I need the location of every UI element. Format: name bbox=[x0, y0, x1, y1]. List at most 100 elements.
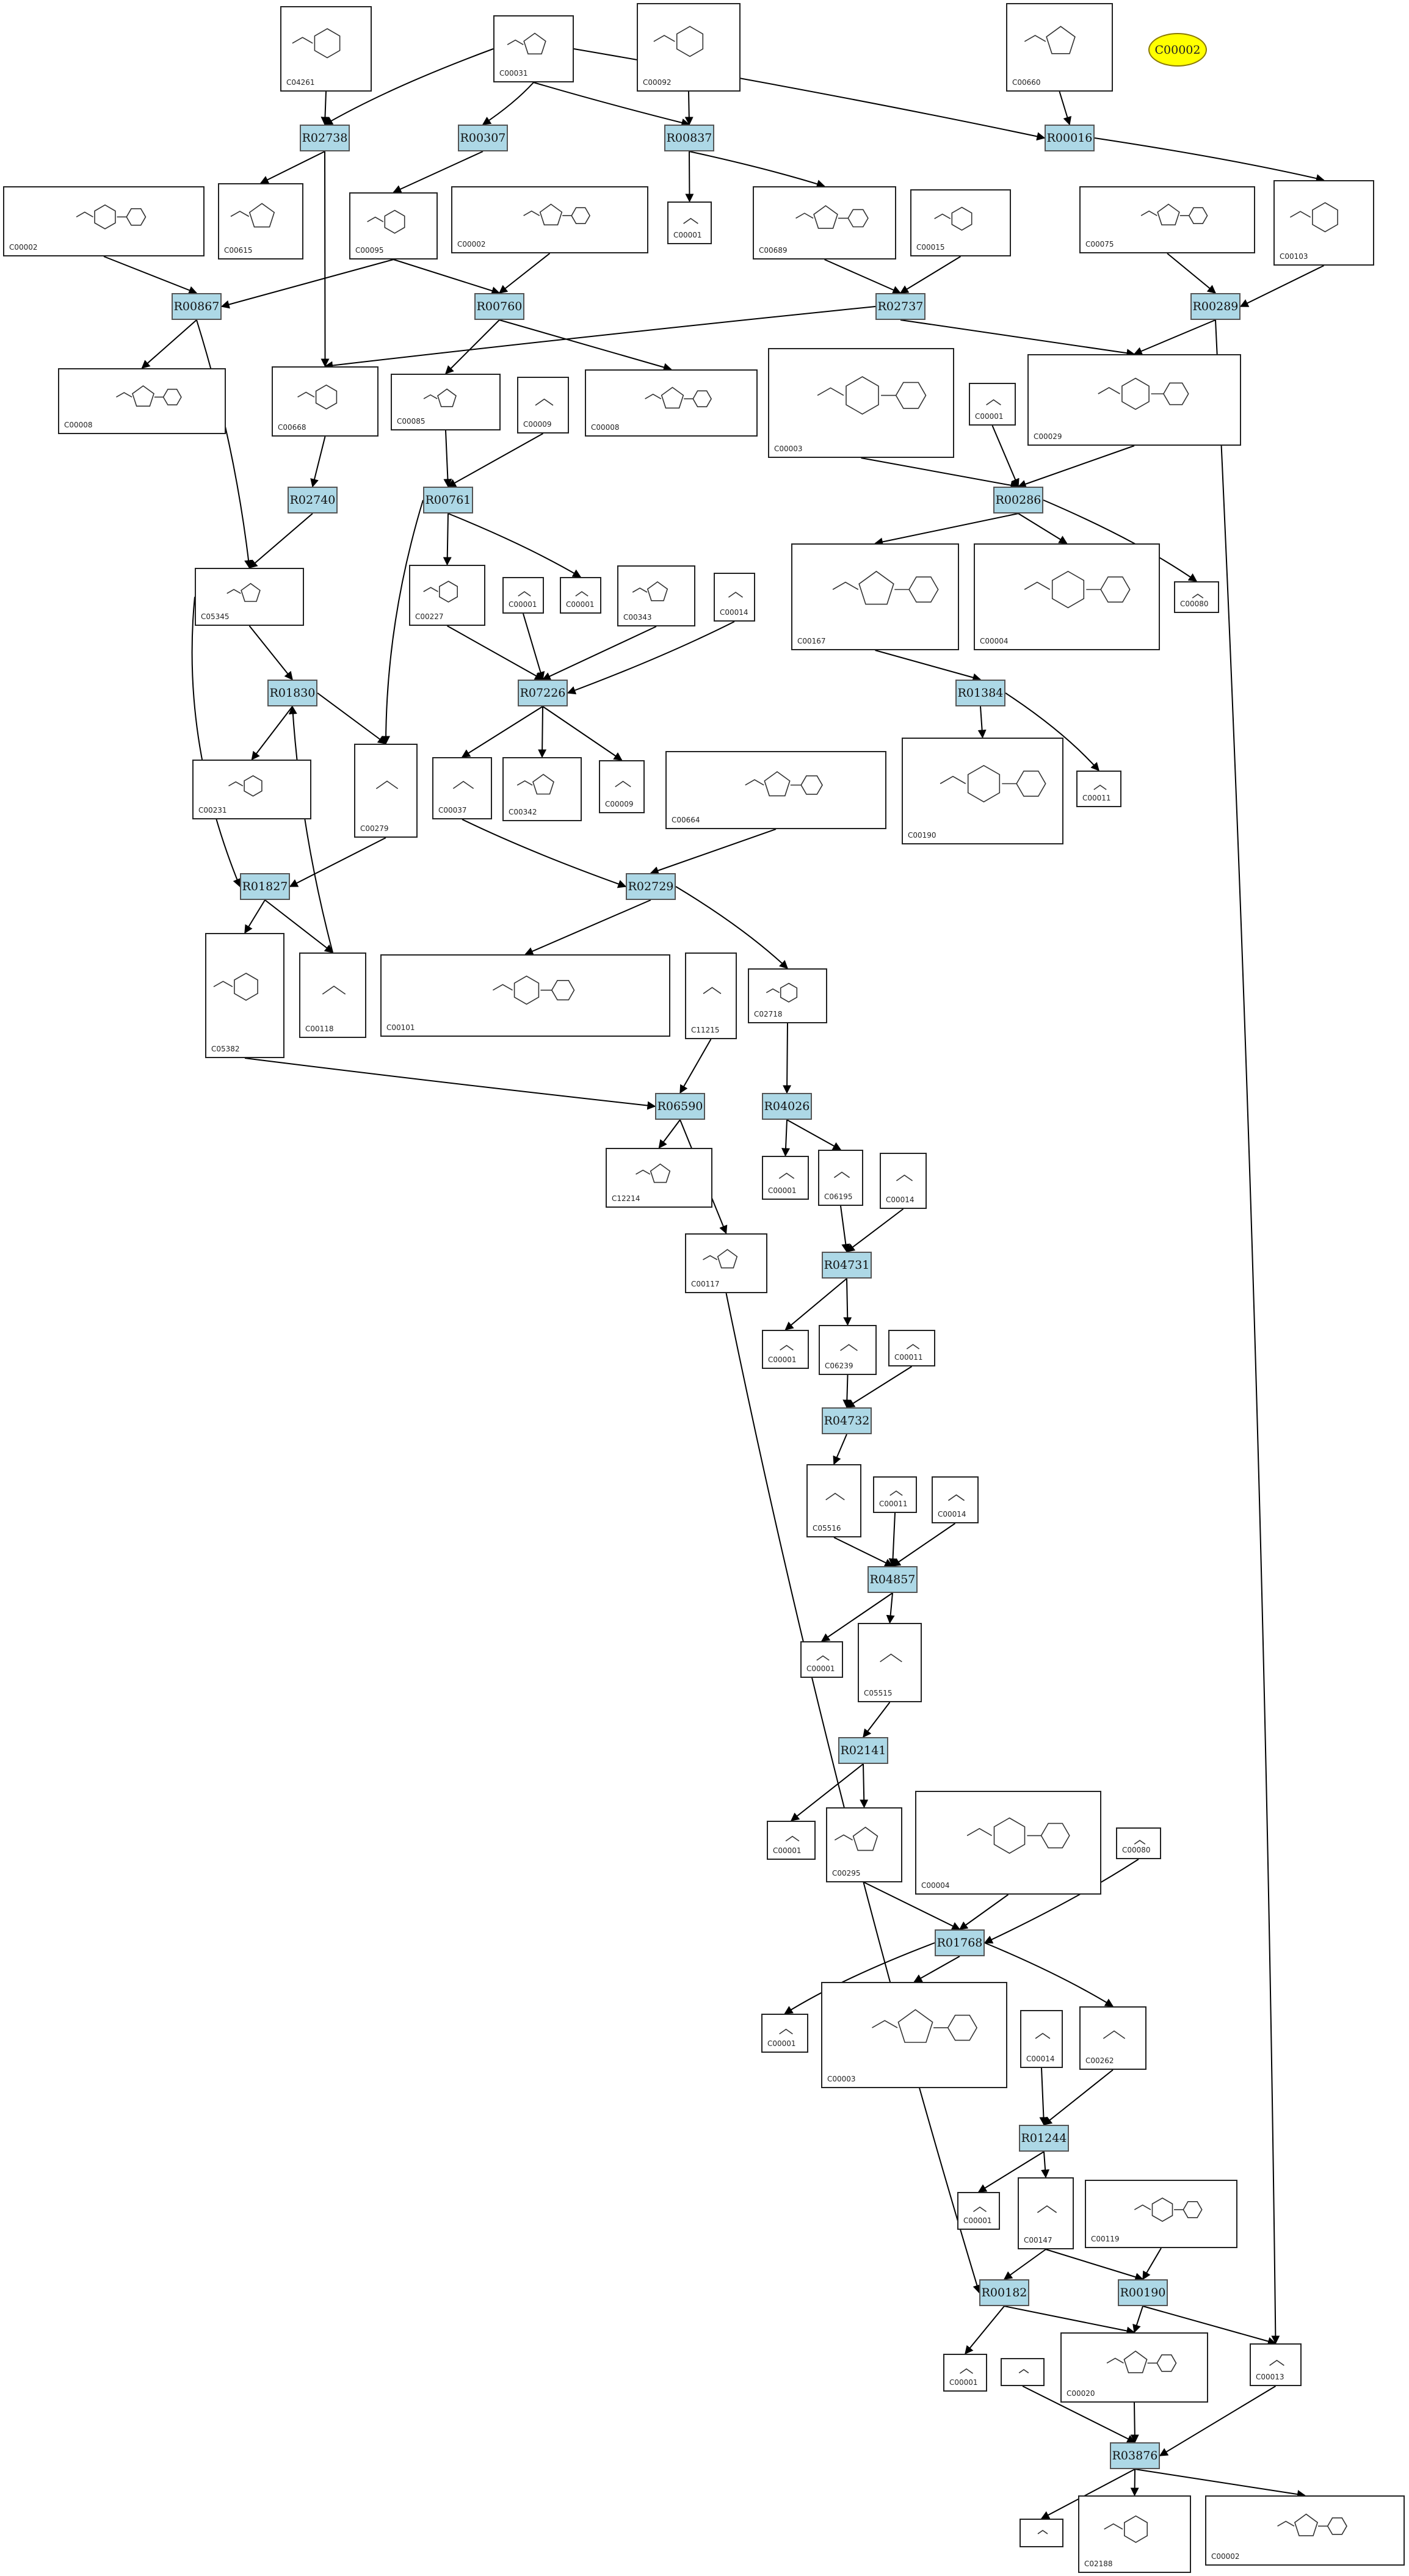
compound-node[interactable]: C02718 bbox=[748, 968, 827, 1023]
compound-node[interactable]: C11215 bbox=[685, 952, 737, 1039]
compound-node[interactable]: C04261 bbox=[280, 6, 372, 92]
compound-node[interactable]: C00011 bbox=[888, 1330, 935, 1366]
compound-node[interactable]: C00689 bbox=[753, 186, 896, 259]
compound-node[interactable]: C00008 bbox=[585, 369, 758, 437]
reaction-node[interactable]: R00016 bbox=[1045, 125, 1095, 151]
compound-node[interactable]: C06195 bbox=[818, 1150, 863, 1206]
compound-node[interactable]: C00014 bbox=[714, 573, 755, 622]
reaction-node[interactable]: R01384 bbox=[955, 680, 1005, 706]
reaction-node[interactable]: R03876 bbox=[1110, 2442, 1160, 2469]
compound-node[interactable]: C00001 bbox=[767, 1821, 816, 1860]
compound-node[interactable]: C00095 bbox=[349, 192, 438, 259]
compound-node[interactable]: C00002 bbox=[3, 186, 205, 256]
compound-node[interactable]: C00167 bbox=[791, 543, 959, 650]
compound-node[interactable]: C12214 bbox=[606, 1148, 712, 1208]
reaction-node[interactable]: R04731 bbox=[822, 1252, 872, 1279]
compound-node[interactable]: C00262 bbox=[1079, 2006, 1146, 2070]
reaction-node[interactable]: R01768 bbox=[935, 1929, 985, 1956]
compound-node[interactable]: C00001 bbox=[667, 201, 712, 244]
reaction-node[interactable]: R02141 bbox=[838, 1737, 888, 1764]
compound-node[interactable]: C00092 bbox=[637, 3, 741, 92]
compound-node[interactable]: C02188 bbox=[1078, 2495, 1191, 2573]
compound-node[interactable]: C00031 bbox=[493, 15, 574, 82]
compound-node[interactable]: C00014 bbox=[880, 1153, 927, 1209]
compound-node[interactable]: C00117 bbox=[685, 1233, 767, 1293]
compound-node[interactable]: C00001 bbox=[969, 383, 1016, 426]
reaction-node[interactable]: R00286 bbox=[993, 487, 1043, 513]
highlighted-compound-c00002[interactable]: C00002 bbox=[1148, 33, 1207, 67]
compound-node[interactable]: C00343 bbox=[617, 565, 695, 626]
reaction-node[interactable]: R00761 bbox=[423, 487, 473, 513]
reaction-node[interactable]: R02738 bbox=[300, 125, 350, 151]
compound-node[interactable]: C00013 bbox=[1250, 2343, 1302, 2386]
compound-node[interactable]: C00103 bbox=[1273, 180, 1374, 266]
compound-node[interactable]: C00668 bbox=[272, 366, 379, 437]
reaction-node[interactable]: R02740 bbox=[288, 487, 338, 513]
compound-node[interactable]: C00664 bbox=[665, 751, 886, 829]
compound-node[interactable]: C00615 bbox=[218, 183, 303, 259]
reaction-node[interactable]: R00837 bbox=[664, 125, 714, 151]
compound-node[interactable]: C00009 bbox=[599, 760, 645, 813]
compound-node[interactable]: C00002 bbox=[451, 186, 648, 253]
compound-node[interactable]: C00001 bbox=[800, 1641, 843, 1678]
compound-node[interactable]: C00085 bbox=[391, 374, 501, 430]
compound-node[interactable]: C00011 bbox=[1076, 771, 1121, 807]
compound-node[interactable]: C00014 bbox=[1020, 2010, 1063, 2068]
compound-node[interactable]: C00231 bbox=[192, 760, 311, 819]
compound-node[interactable]: C00001 bbox=[957, 2192, 1000, 2230]
compound-node[interactable]: C00001 bbox=[502, 577, 544, 614]
compound-node[interactable]: C00080 bbox=[1174, 581, 1219, 613]
reaction-node[interactable]: R00867 bbox=[172, 293, 222, 320]
reaction-node[interactable]: R01244 bbox=[1019, 2125, 1069, 2152]
compound-node[interactable]: C00147 bbox=[1018, 2177, 1074, 2249]
reaction-node[interactable]: R00307 bbox=[458, 125, 508, 151]
compound-node[interactable]: C00660 bbox=[1006, 3, 1113, 92]
compound-node[interactable] bbox=[1001, 2358, 1045, 2386]
compound-node[interactable]: C00037 bbox=[432, 757, 492, 819]
compound-node[interactable]: C00080 bbox=[1116, 1827, 1161, 1859]
compound-node[interactable]: C00119 bbox=[1085, 2180, 1237, 2248]
compound-node[interactable]: C00008 bbox=[58, 368, 226, 434]
compound-node[interactable]: C05516 bbox=[806, 1464, 861, 1537]
compound-node[interactable]: C00015 bbox=[910, 189, 1011, 256]
compound-node[interactable]: C05515 bbox=[858, 1623, 922, 1702]
compound-node[interactable]: C05345 bbox=[195, 568, 304, 626]
reaction-node[interactable]: R00182 bbox=[979, 2279, 1029, 2306]
compound-node[interactable]: C00004 bbox=[974, 543, 1160, 650]
compound-node[interactable]: C06239 bbox=[819, 1325, 877, 1375]
reaction-node[interactable]: R07226 bbox=[518, 680, 568, 706]
compound-node[interactable]: C00227 bbox=[409, 565, 485, 626]
compound-node[interactable]: C00004 bbox=[915, 1791, 1101, 1895]
compound-node[interactable]: C00118 bbox=[299, 952, 366, 1038]
reaction-node[interactable]: R02729 bbox=[626, 873, 676, 900]
reaction-node[interactable]: R04857 bbox=[867, 1566, 918, 1593]
reaction-node[interactable]: R02737 bbox=[875, 293, 925, 320]
compound-node[interactable]: C00029 bbox=[1027, 354, 1241, 446]
compound-node[interactable]: C00190 bbox=[902, 738, 1063, 844]
compound-node[interactable]: C00011 bbox=[873, 1476, 917, 1513]
reaction-node[interactable]: R01830 bbox=[267, 680, 317, 706]
compound-node[interactable]: C00003 bbox=[821, 1982, 1007, 2088]
compound-node[interactable]: C00014 bbox=[932, 1476, 979, 1523]
compound-node[interactable]: C00002 bbox=[1205, 2495, 1405, 2566]
compound-node[interactable]: C00020 bbox=[1060, 2332, 1208, 2403]
reaction-node[interactable]: R00289 bbox=[1190, 293, 1241, 320]
reaction-node[interactable]: R01827 bbox=[240, 873, 290, 900]
reaction-node[interactable]: R04026 bbox=[762, 1093, 812, 1120]
compound-node[interactable]: C00001 bbox=[761, 2014, 808, 2053]
compound-node[interactable]: C00075 bbox=[1079, 186, 1255, 253]
compound-node[interactable]: C00001 bbox=[560, 577, 601, 614]
compound-node[interactable]: C00295 bbox=[826, 1807, 902, 1882]
compound-node[interactable]: C00001 bbox=[762, 1156, 809, 1200]
reaction-node[interactable]: R04732 bbox=[822, 1407, 872, 1434]
compound-node[interactable] bbox=[1020, 2519, 1063, 2547]
reaction-node[interactable]: R00760 bbox=[474, 293, 524, 320]
compound-node[interactable]: C00001 bbox=[762, 1330, 809, 1369]
compound-node[interactable]: C00001 bbox=[943, 2354, 987, 2392]
reaction-node[interactable]: R00190 bbox=[1118, 2279, 1168, 2306]
compound-node[interactable]: C00009 bbox=[517, 377, 569, 434]
compound-node[interactable]: C00101 bbox=[380, 954, 670, 1037]
compound-node[interactable]: C00342 bbox=[502, 757, 582, 821]
compound-node[interactable]: C05382 bbox=[205, 933, 284, 1058]
reaction-node[interactable]: R06590 bbox=[655, 1093, 705, 1120]
